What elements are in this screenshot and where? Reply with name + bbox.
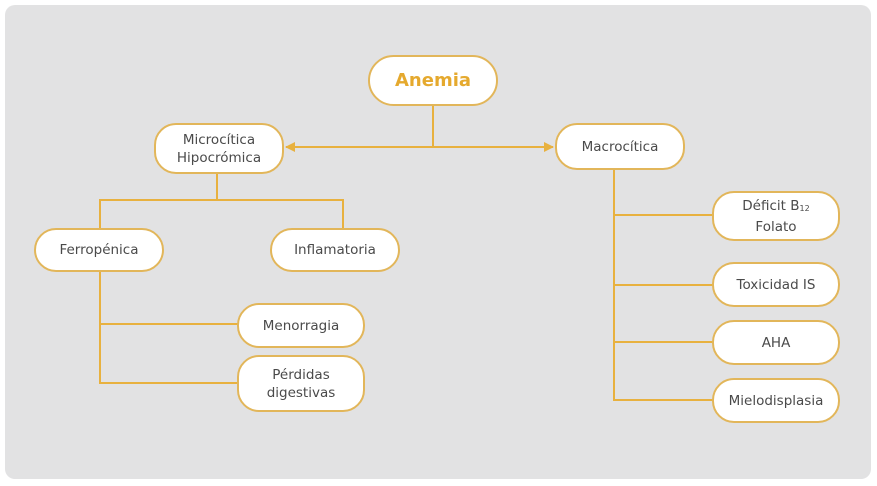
node-anemia-label: Anemia <box>394 69 472 91</box>
node-inflamatoria: Inflamatoria <box>270 228 400 272</box>
node-microcitica-line2: Hipocrómica <box>176 149 262 166</box>
node-perdidas-line1: Pérdidas <box>272 366 330 383</box>
node-menorragia-label: Menorragia <box>262 317 340 334</box>
node-deficit-line2: Folato <box>755 218 797 235</box>
node-inflamatoria-label: Inflamatoria <box>294 242 376 258</box>
node-deficit-subscript: 12 <box>799 203 810 213</box>
node-microcitica-hipocromica: Microcítica Hipocrómica <box>154 123 284 174</box>
node-deficit-line1: Déficit B12 <box>742 197 809 218</box>
node-ferropenica-label: Ferropénica <box>59 242 139 258</box>
macro-trunk-line <box>613 170 713 401</box>
node-toxicidad-is: Toxicidad IS <box>712 262 840 307</box>
ferro-trunk-line <box>99 271 238 384</box>
node-perdidas-line2: digestivas <box>266 384 336 401</box>
node-anemia: Anemia <box>368 55 498 106</box>
node-mielodisplasia: Mielodisplasia <box>712 378 840 423</box>
node-macrocitica: Macrocítica <box>555 123 685 170</box>
node-deficit-text: Déficit B <box>742 197 800 214</box>
node-deficit-b12-folato: Déficit B12 Folato <box>712 191 840 241</box>
node-aha: AHA <box>712 320 840 365</box>
node-macrocitica-label: Macrocítica <box>581 138 659 155</box>
node-mielodisplasia-label: Mielodisplasia <box>728 392 824 409</box>
node-ferropenica: Ferropénica <box>34 228 164 272</box>
node-aha-label: AHA <box>761 334 791 351</box>
node-perdidas-digestivas: Pérdidas digestivas <box>237 355 365 412</box>
micro-split-line <box>99 199 344 228</box>
node-toxicidad-label: Toxicidad IS <box>736 276 816 293</box>
node-microcitica-line1: Microcítica <box>182 131 256 148</box>
node-menorragia: Menorragia <box>237 303 365 348</box>
